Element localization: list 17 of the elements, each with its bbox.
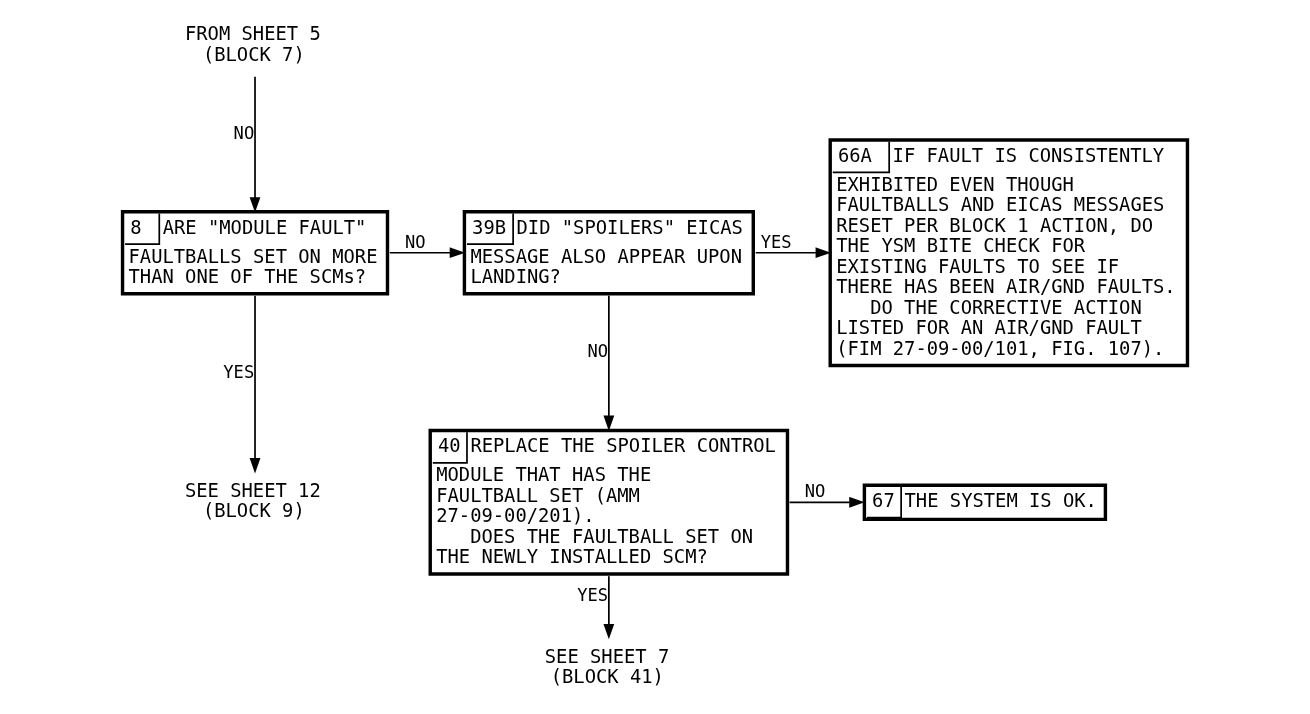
edge-label: NO [405, 231, 426, 252]
arrow [603, 294, 615, 431]
arrow [388, 247, 466, 259]
edge-label: YES [760, 231, 792, 252]
node-text: FROM SHEET 5 (BLOCK 7) [184, 23, 321, 65]
edge-label: YES [223, 362, 255, 383]
edge-label: NO [233, 122, 255, 143]
edge-label: NO [587, 340, 609, 361]
node-text: SEE SHEET 12 (BLOCK 9) [184, 479, 321, 522]
arrow [603, 575, 615, 640]
arrow [249, 75, 261, 213]
arrow [754, 247, 831, 259]
edge-label: NO [804, 481, 826, 502]
arrow [249, 294, 261, 474]
node-text: SEE SHEET 7 (BLOCK 41) [544, 645, 670, 688]
edge-label: YES [577, 585, 609, 606]
arrow [788, 496, 865, 508]
